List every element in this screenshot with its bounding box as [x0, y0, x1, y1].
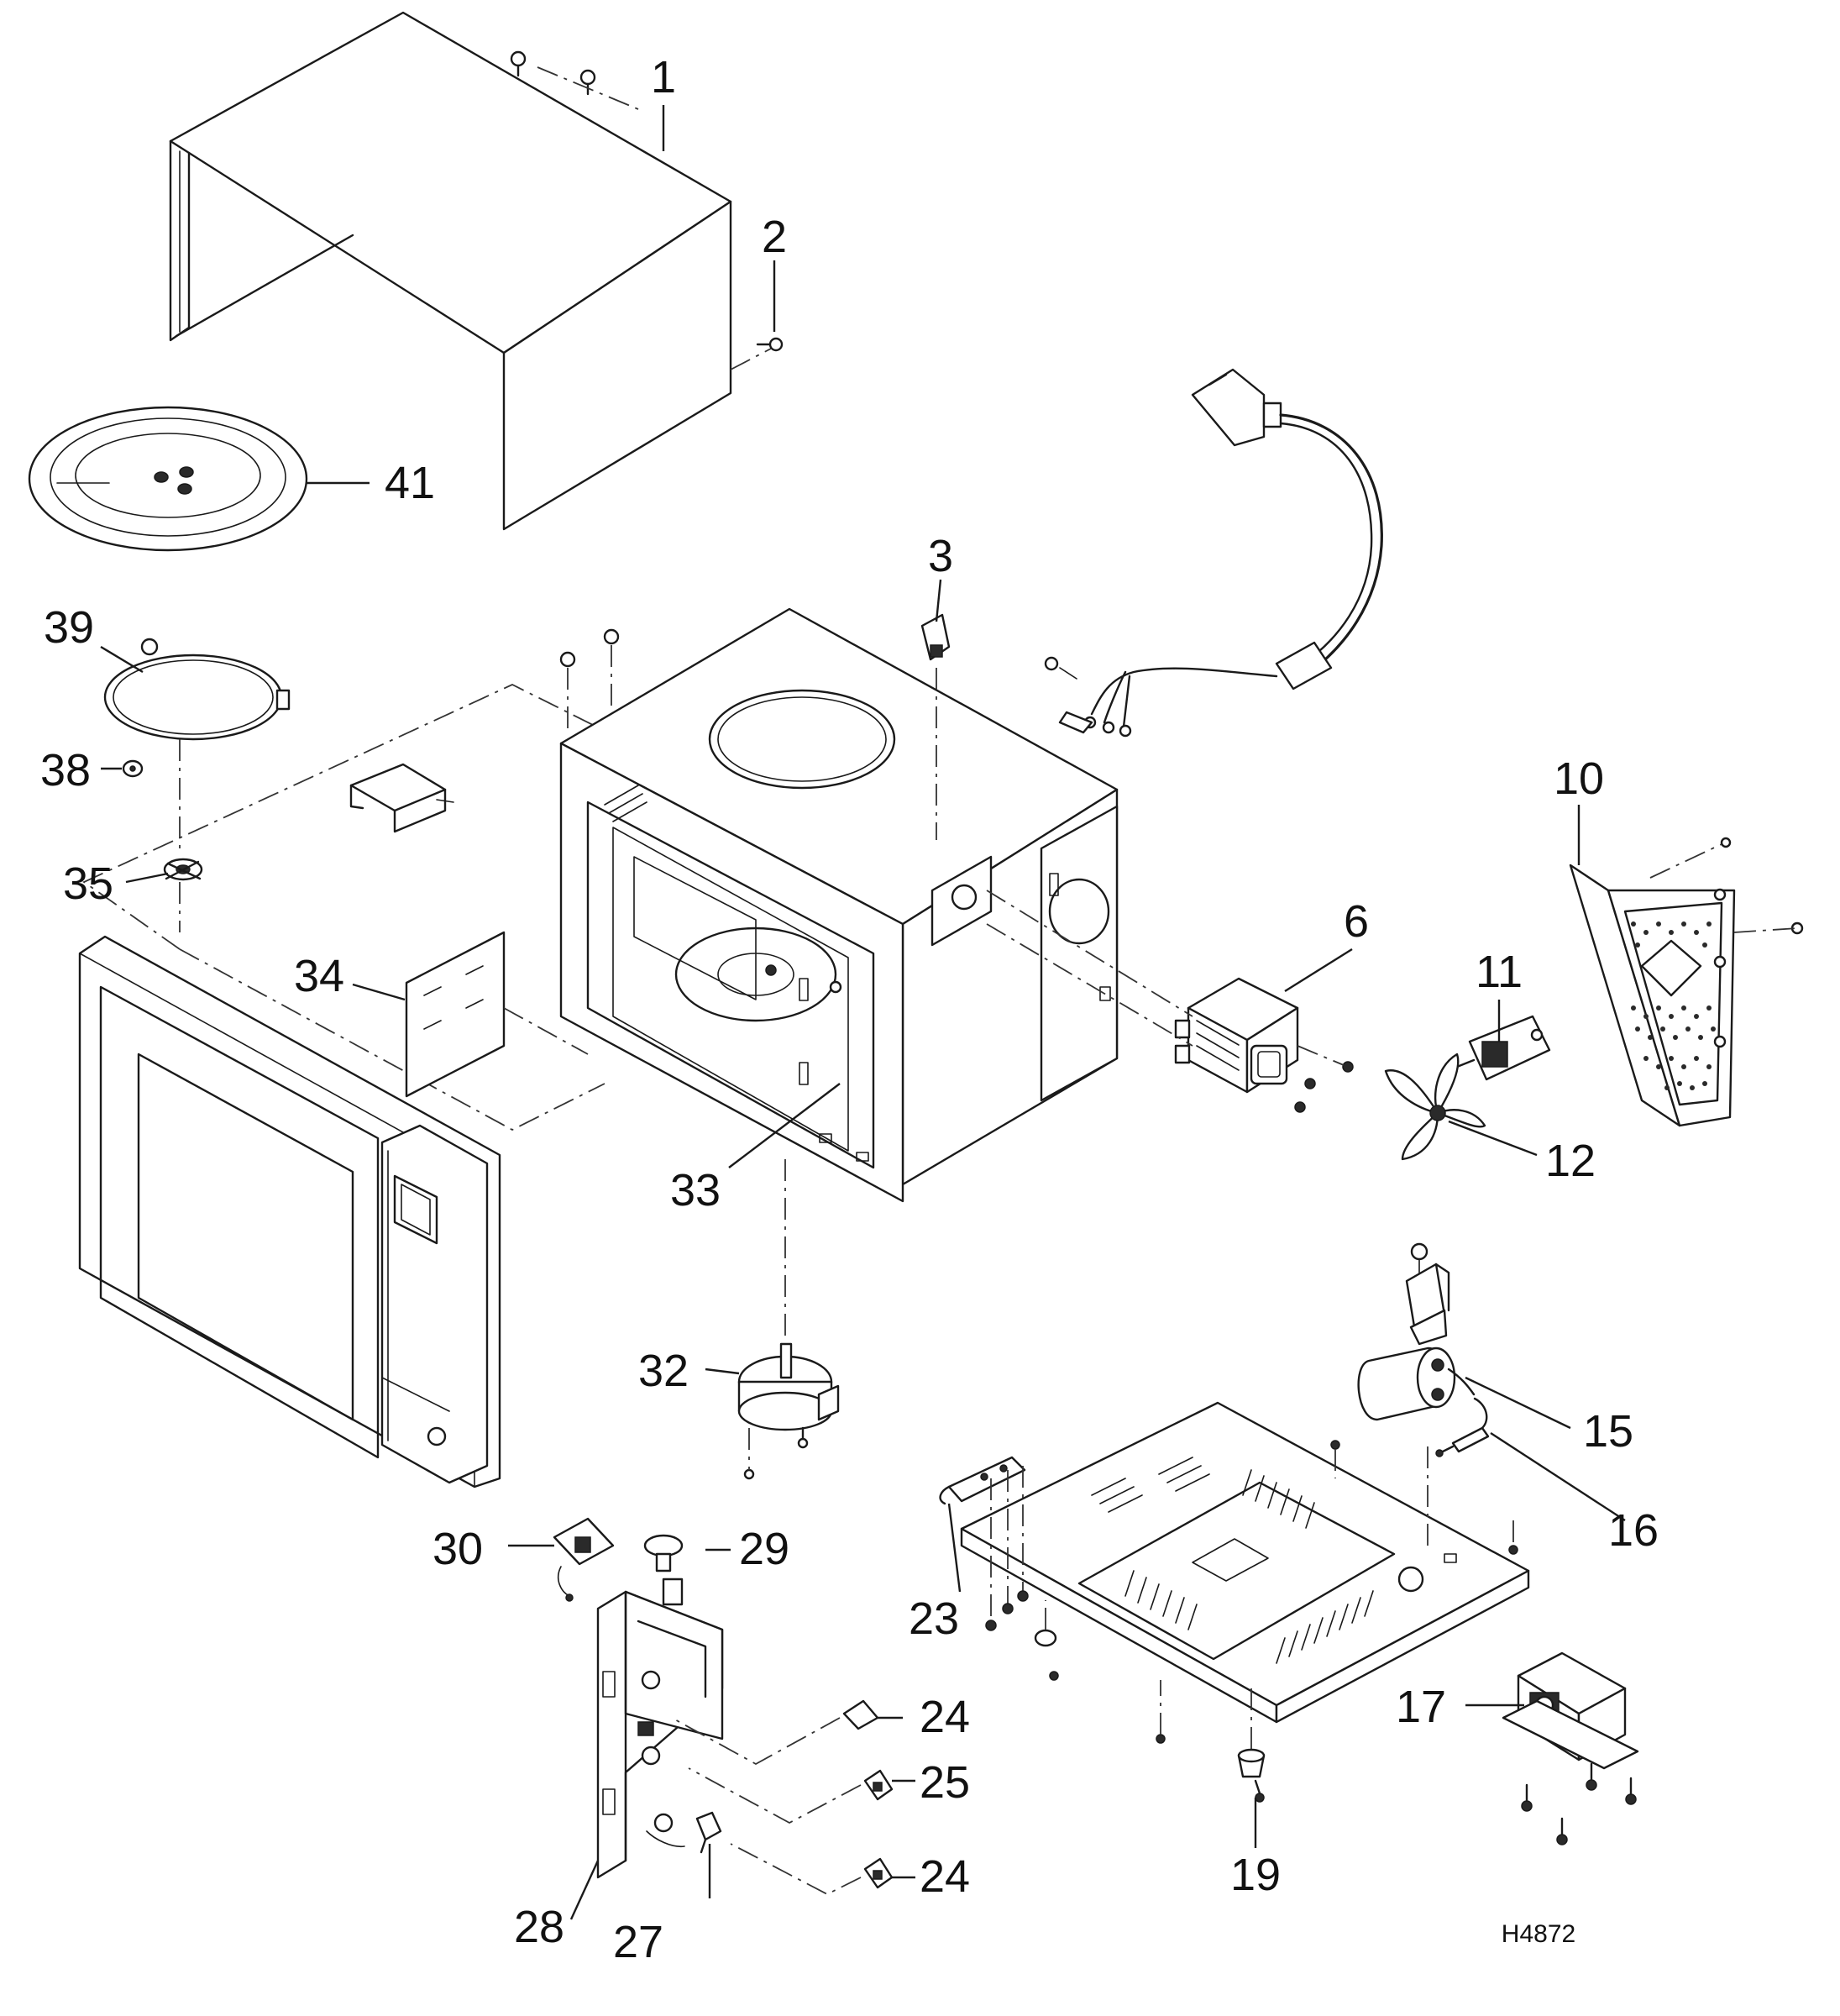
callout-24-bottom: 24: [920, 1851, 970, 1902]
switch-24b: [730, 1843, 894, 1896]
turntable-glass-tray: [28, 406, 308, 552]
callout-38: 38: [40, 745, 91, 795]
callout-41: 41: [385, 458, 435, 508]
switch-25: [688, 1767, 894, 1824]
callout-23: 23: [909, 1593, 959, 1644]
callout-35: 35: [63, 858, 113, 909]
thermal-cutout: [920, 613, 951, 840]
outer-cabinet-cover: [169, 11, 732, 531]
callout-12: 12: [1545, 1136, 1596, 1186]
callout-32: 32: [638, 1346, 689, 1396]
callout-3: 3: [928, 531, 953, 581]
callout-27: 27: [613, 1917, 663, 1967]
callout-labels: 1 2 3 6 10 11 12 15 16 17 19 23 24 24 25…: [40, 52, 1659, 1967]
choke-plate: [405, 931, 589, 1098]
cover-screws: [510, 50, 784, 370]
hv-diode: [1435, 1397, 1490, 1457]
capacitor-bracket: [1405, 1242, 1450, 1346]
callout-28: 28: [514, 1902, 564, 1952]
fan-motor: [1455, 1015, 1551, 1081]
callout-1: 1: [651, 52, 676, 102]
callout-24-top: 24: [920, 1692, 970, 1742]
callout-10: 10: [1554, 753, 1604, 804]
turntable-motor: [737, 1159, 840, 1480]
callout-29: 29: [739, 1524, 789, 1574]
oven-cavity: [559, 607, 1119, 1203]
power-cord: [1044, 368, 1383, 738]
leader-lines: [100, 105, 1626, 1920]
callout-6: 6: [1344, 896, 1369, 947]
roller-ring: [103, 638, 291, 848]
capacitor: [1357, 1347, 1476, 1421]
callout-17: 17: [1396, 1682, 1446, 1732]
callout-25: 25: [920, 1757, 970, 1808]
magnetron: [986, 890, 1354, 1113]
latch-board: [596, 1578, 724, 1879]
callout-15: 15: [1583, 1406, 1633, 1457]
callout-39: 39: [44, 602, 94, 653]
callout-34: 34: [294, 951, 344, 1001]
callout-19: 19: [1230, 1850, 1281, 1900]
roller-coupler: [163, 858, 203, 932]
oven-door: [78, 935, 501, 1488]
callout-2: 2: [762, 212, 787, 262]
fan-blade: [1384, 1053, 1486, 1161]
ventilation-panel: [1569, 837, 1804, 1127]
callout-33: 33: [670, 1165, 721, 1215]
base-plate: [939, 1401, 1530, 1744]
drawing-code: H4872: [1502, 1920, 1575, 1948]
callout-16: 16: [1608, 1505, 1659, 1556]
door-switch-30: [553, 1517, 615, 1602]
callout-30: 30: [432, 1524, 483, 1574]
cavity-screws: [559, 628, 842, 994]
base-foot: [1237, 1688, 1266, 1803]
small-bracket: [349, 763, 454, 833]
hv-transformer: [1502, 1651, 1639, 1845]
lever-27: [695, 1811, 722, 1854]
callout-11: 11: [1476, 947, 1523, 997]
lamp-holder-29: [643, 1534, 684, 1572]
